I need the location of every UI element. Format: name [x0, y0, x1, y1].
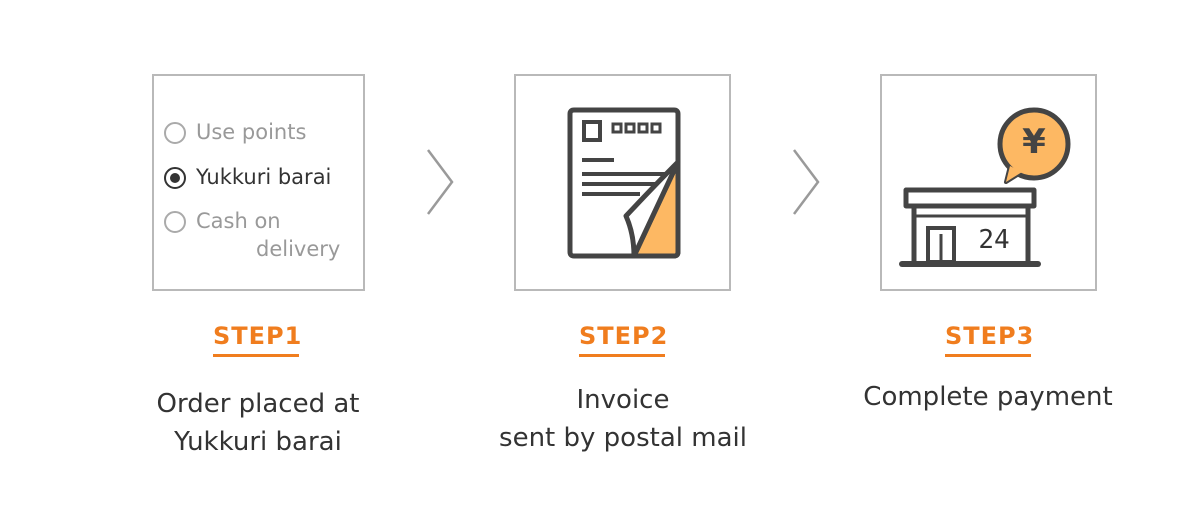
- chevron-right-icon: [793, 149, 820, 215]
- chevron-right-icon: [427, 149, 454, 215]
- invoice-document-icon: [567, 107, 681, 259]
- option-label: Use points: [196, 120, 307, 144]
- option-label-line2: delivery: [256, 237, 341, 261]
- yen-bubble-icon: [997, 107, 1071, 184]
- step1-label: STEP1: [213, 322, 301, 357]
- description-line: Order placed at: [156, 389, 360, 419]
- convenience-store-icon: [899, 107, 1071, 267]
- step1-description: Order placed at Yukkuri barai: [108, 385, 408, 461]
- radio-unselected-icon: [164, 211, 186, 233]
- store-sign-number: 24: [978, 225, 1010, 255]
- step3-description: Complete payment: [838, 378, 1138, 416]
- description-line: Invoice: [576, 385, 670, 415]
- radio-selected-icon: [164, 167, 186, 189]
- description-line: Yukkuri barai: [174, 427, 342, 457]
- radio-unselected-icon: [164, 122, 186, 144]
- step2-label: STEP2: [579, 322, 667, 357]
- currency-symbol: ¥: [1022, 122, 1046, 162]
- step1-illustration-box: Use points Yukkuri barai Cash on deliver…: [152, 74, 365, 291]
- description-line: Complete payment: [863, 382, 1113, 412]
- step3-label: STEP3: [945, 322, 1033, 357]
- option-label: Yukkuri barai: [196, 165, 332, 189]
- step3-illustration-box: ¥ 24: [880, 74, 1097, 291]
- step2-description: Invoice sent by postal mail: [473, 381, 773, 457]
- step2-illustration-box: [514, 74, 731, 291]
- option-label-line1: Cash on: [196, 209, 281, 233]
- description-line: sent by postal mail: [499, 423, 747, 453]
